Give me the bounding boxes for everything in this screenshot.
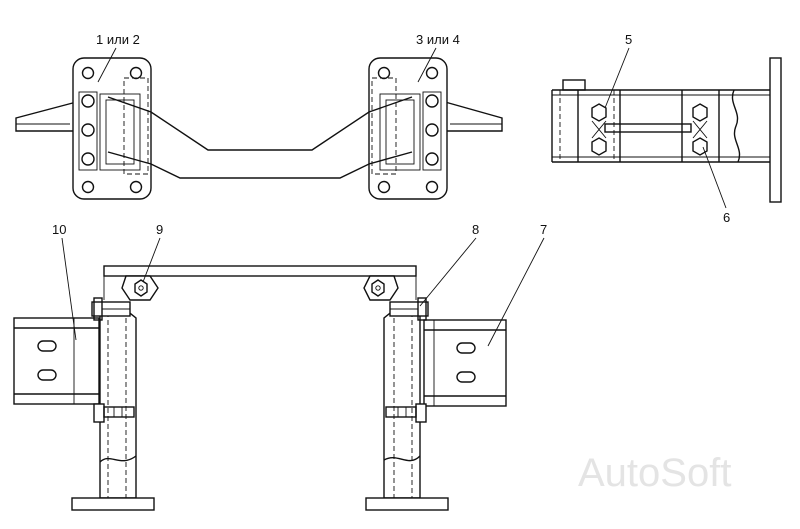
front-view-assembly: [13, 265, 507, 511]
callouts-side-view: 5 6: [604, 32, 730, 225]
label-part-8: 8: [472, 222, 479, 237]
label-part-1-2: 1 или 2: [96, 32, 140, 47]
callouts-front-view: 10 9 8 7: [52, 222, 547, 347]
watermark-text: AutoSoft: [578, 451, 731, 495]
top-view-crossbeam: [15, 57, 503, 200]
callouts-top-view: 1 или 2 3 или 4: [96, 32, 460, 83]
label-part-7: 7: [540, 222, 547, 237]
label-part-3-4: 3 или 4: [416, 32, 460, 47]
label-part-9: 9: [156, 222, 163, 237]
label-part-5: 5: [625, 32, 632, 47]
label-part-10: 10: [52, 222, 66, 237]
label-part-6: 6: [723, 210, 730, 225]
side-view-rail-end: [551, 57, 782, 203]
